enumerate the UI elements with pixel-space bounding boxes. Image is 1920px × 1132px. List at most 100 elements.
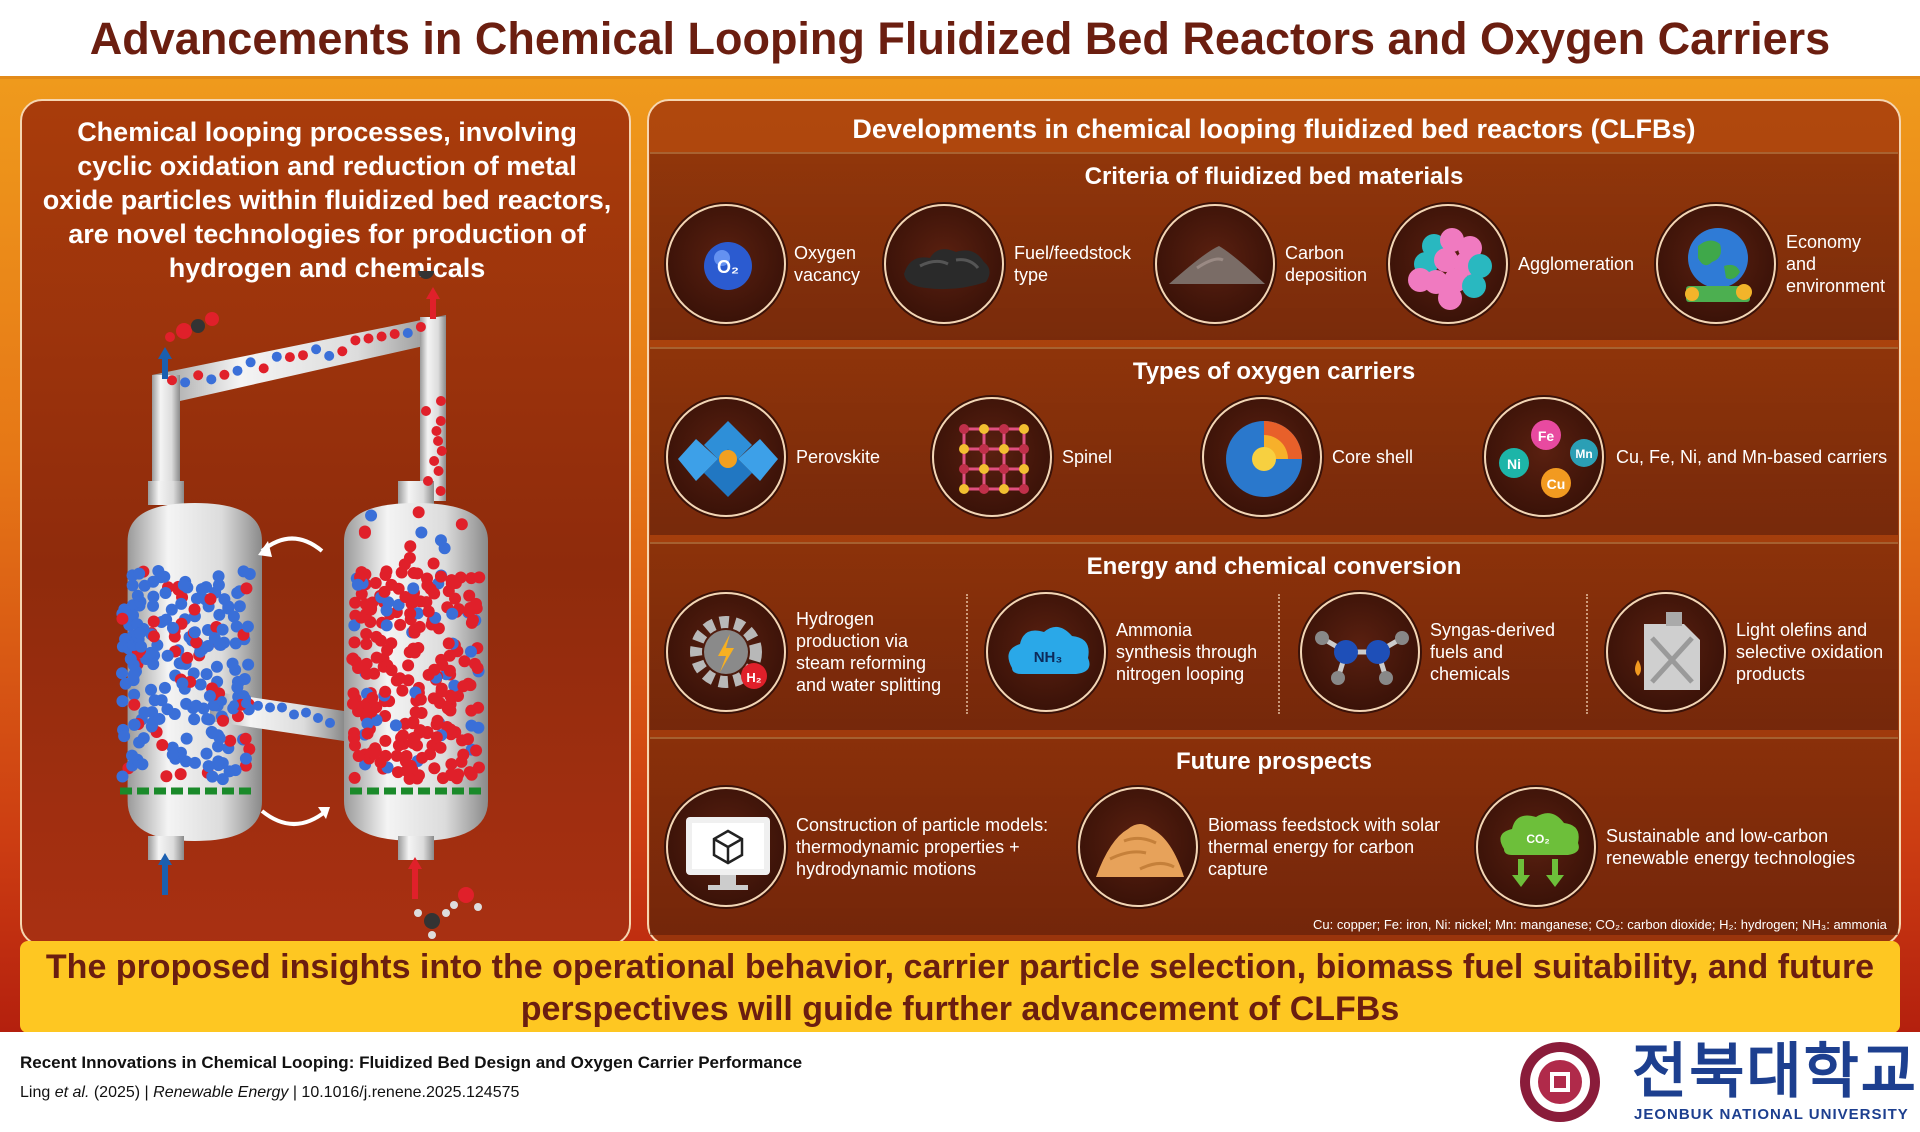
particle [217,696,227,707]
lattice-atom [999,484,1009,494]
particle [232,365,243,376]
particle [188,626,201,639]
item-label: Construction of particle models: thermod… [796,815,1049,879]
particle [399,590,412,603]
particle [380,565,393,578]
particle [210,660,223,673]
biomass-pile-icon [1078,787,1198,907]
svg-text:Cu: Cu [1547,476,1566,492]
particle [128,698,141,711]
particle [349,596,362,609]
particle [430,731,443,744]
particle [445,574,458,587]
particle [239,732,252,745]
item-economy-environment: Economy and environment [1656,204,1896,328]
lattice-atom [979,484,989,494]
coal-icon [884,204,1004,324]
item-hydrogen-production: H₂ Hydrogen production via steam reformi… [666,592,946,716]
particle [442,637,455,650]
particle [431,714,444,727]
particle [161,703,174,716]
particle [167,375,177,386]
particle [435,685,448,698]
particle [206,727,219,740]
particle [133,627,146,640]
particle [213,638,226,651]
particle [399,755,412,768]
particle [166,748,179,761]
lattice-atom [959,444,969,454]
monitor-cube-icon [666,787,786,907]
fuel-can-icon [1606,592,1726,712]
metal-elements-icon: Fe Ni Mn Cu [1484,397,1604,517]
particle [402,659,415,672]
lattice-atom [1019,464,1029,474]
particle [166,621,179,634]
particle [118,730,131,743]
lattice-atom [959,484,969,494]
particle [380,619,393,632]
particle [133,736,146,749]
particle [311,344,322,355]
perovskite-crystal-icon [666,397,786,517]
particle [379,685,392,698]
particle [159,587,172,600]
particle [298,350,308,361]
particle [352,749,365,762]
particle [404,540,417,553]
particle [324,350,335,361]
particle [233,600,246,613]
particle [116,667,129,680]
item-spinel: Spinel [932,397,1132,521]
particle [415,526,428,539]
svg-text:Fe: Fe [1538,428,1555,444]
particle [421,406,432,416]
item-label: Hydrogen production via steam reforming … [796,609,942,695]
particle [194,678,207,691]
particle [365,509,378,522]
particle [436,446,447,456]
svg-text:Mn: Mn [1575,447,1592,461]
particle [398,558,411,571]
particle [433,696,446,709]
particle [435,486,446,496]
item-ammonia-synthesis: NH₃ Ammonia synthesis through nitrogen l… [986,592,1276,716]
particle [472,721,485,734]
particle [435,396,446,406]
particle [471,662,484,675]
particle [434,570,447,583]
particle [216,623,229,636]
particle [207,699,220,712]
particle [370,651,383,664]
particle [396,684,409,697]
particle [408,595,421,608]
item-core-shell: Core shell [1202,397,1422,521]
section-future-prospects: Future prospects Construction of particl… [650,737,1898,935]
particle [457,680,470,693]
particle [364,603,377,616]
svg-text:O₂: O₂ [717,257,739,277]
particle [226,657,239,670]
particle [446,607,459,620]
particle [216,714,229,727]
particle [435,653,448,666]
particle [337,346,348,357]
particle [381,644,394,657]
particle [392,739,405,752]
section-oxygen-carriers: Types of oxygen carriers Perovskite Spin… [650,347,1898,535]
particle [421,572,434,585]
particle [240,582,253,595]
particle [358,526,371,539]
citation-doi: 10.1016/j.renene.2025.124575 [301,1084,520,1101]
particle [368,747,381,760]
particle [174,768,187,781]
particle [131,589,144,602]
divider [1278,594,1280,714]
citation-journal: Renewable Energy [153,1084,289,1101]
item-label: Carbon deposition [1285,243,1368,285]
right-panel-header: Developments in chemical looping fluidiz… [852,114,1696,144]
particle [206,374,217,385]
particle [204,593,217,606]
item-label: Biomass feedstock with solar thermal ene… [1208,815,1441,879]
co2-h2o-molecule [165,312,219,342]
